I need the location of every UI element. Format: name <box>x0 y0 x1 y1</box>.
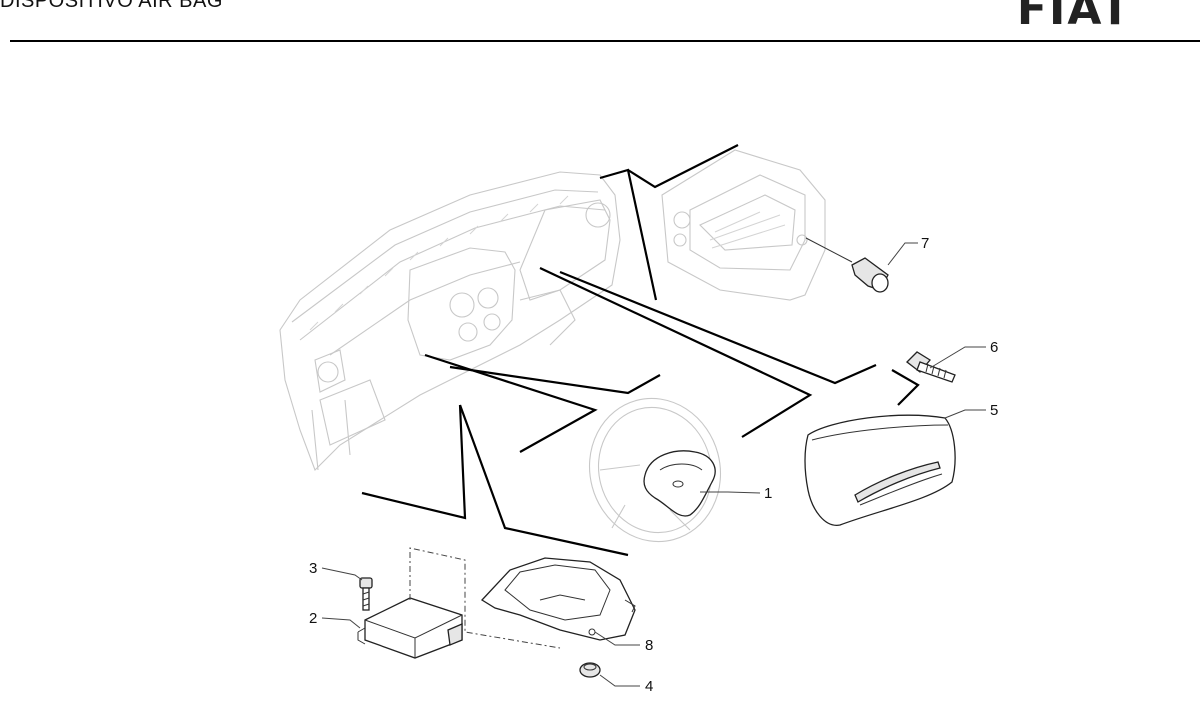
connector-part-7[interactable] <box>805 237 889 293</box>
callout-lines <box>321 242 986 687</box>
assembly-dash-line <box>409 547 561 649</box>
part-label-6: 6 <box>990 339 998 356</box>
passenger-airbag-part-5[interactable] <box>804 414 956 526</box>
part-label-8: 8 <box>645 637 653 654</box>
bolt-part-6[interactable] <box>906 351 956 383</box>
page-header: DISPOSITIVO AIR BAG FIAT <box>0 0 1200 44</box>
part-label-3: 3 <box>309 560 317 577</box>
part-label-7: 7 <box>921 235 929 252</box>
dashboard-ghost <box>279 171 621 471</box>
bracket-part-8[interactable] <box>480 557 636 641</box>
leader-lines <box>361 144 920 557</box>
brand-logo: FIAT <box>1016 0 1132 35</box>
part-label-4: 4 <box>645 678 653 695</box>
ecu-part-2[interactable] <box>357 597 463 659</box>
steering-wheel-ghost <box>588 397 722 543</box>
part-label-2: 2 <box>309 610 317 627</box>
part-label-1: 1 <box>764 485 772 502</box>
part-label-5: 5 <box>990 402 998 419</box>
screw-part-3[interactable] <box>359 577 373 611</box>
steering-airbag-part-1[interactable] <box>643 450 716 517</box>
header-divider <box>10 40 1200 42</box>
page-title: DISPOSITIVO AIR BAG <box>0 0 223 12</box>
nut-part-4[interactable] <box>579 662 601 678</box>
passenger-panel-ghost <box>661 149 826 301</box>
part-labels: 1 2 3 4 5 6 7 8 <box>309 235 998 695</box>
